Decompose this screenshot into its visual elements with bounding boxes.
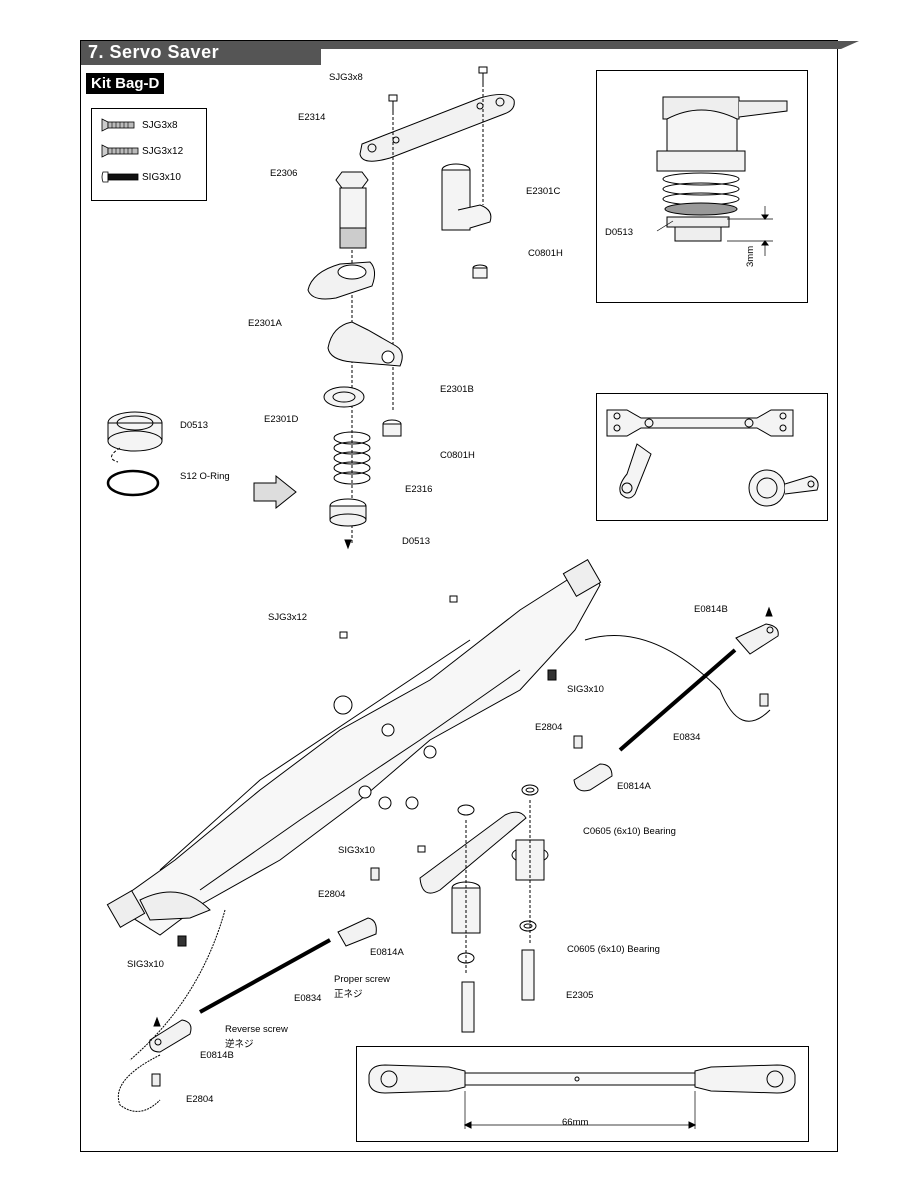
label-e2314: E2314	[298, 112, 326, 123]
label-c0801h-top: C0801H	[528, 248, 563, 259]
bearing-c0605-bottom	[519, 920, 537, 932]
screw-sjg3x8-top	[388, 94, 398, 112]
section-title-bar	[81, 41, 859, 65]
label-proper-screw: Proper screw	[334, 974, 390, 985]
bearing-c0605-top	[521, 784, 539, 796]
bearing-left-top	[457, 804, 475, 816]
label-e2316: E2316	[405, 484, 433, 495]
chassis-assembly	[106, 559, 602, 936]
inset-dimension-label: 3mm	[745, 245, 756, 267]
legend-label: SIG3x10	[142, 172, 181, 183]
label-reverse-screw-jp: 逆ネジ	[225, 1039, 254, 1050]
spring-detail-illustration	[656, 96, 788, 256]
nut-d0513	[329, 498, 367, 527]
top-view-illustration	[606, 409, 819, 507]
turnbuckle-left	[149, 917, 377, 1053]
flat-head-screw-icon	[101, 118, 135, 132]
label-e0814b-right: E0814B	[694, 604, 728, 615]
spring-e2316	[333, 431, 371, 485]
arm-e2301b	[327, 321, 403, 367]
label-sig3x10-top: SIG3x10	[567, 684, 604, 695]
label-sjg3x12: SJG3x12	[268, 612, 308, 623]
section-title: 7. Servo Saver	[88, 42, 220, 62]
label-e2301d: E2301D	[264, 414, 299, 425]
direction-arrow	[253, 474, 297, 510]
label-e2301a: E2301A	[248, 318, 282, 329]
shaft-e2305	[461, 949, 535, 1033]
label-reverse-screw: Reverse screw	[225, 1024, 288, 1035]
flat-head-screw-icon	[101, 144, 139, 158]
label-d0513: D0513	[402, 536, 430, 547]
legend-label: SJG3x12	[142, 146, 184, 157]
shaft-e2306	[335, 171, 369, 249]
bushing-c0801h	[382, 419, 402, 437]
legend-label: SJG3x8	[142, 120, 178, 131]
label-c0605-bottom: C0605 (6x10) Bearing	[567, 944, 660, 955]
inset-turnbuckle-length: 66mm	[356, 1046, 809, 1142]
link-plate-e2314	[359, 94, 515, 162]
label-e2804-mid: E2804	[318, 889, 346, 900]
legend-item: SIG3x10	[100, 169, 181, 187]
label-proper-screw-jp: 正ネジ	[334, 989, 363, 1000]
label-e2804-left: E2804	[186, 1094, 214, 1105]
inset-top-view	[596, 393, 828, 521]
kit-bag-label: Kit Bag-D	[86, 73, 165, 94]
label-e0814a-right: E0814A	[617, 781, 651, 792]
screw-legend: SJG3x8 SJG3x12 SIG3x10	[91, 108, 207, 201]
label-sjg3x8: SJG3x8	[329, 72, 363, 83]
servo-saver-installed	[419, 811, 549, 934]
washer-e2301d	[323, 386, 365, 408]
label-s12-oring: S12 O-Ring	[180, 471, 230, 482]
cap-screw-icon	[101, 171, 139, 183]
label-e2804-right: E2804	[535, 722, 563, 733]
label-e0834-left: E0834	[294, 993, 322, 1004]
label-sig3x10-left: SIG3x10	[127, 959, 164, 970]
label-e2306: E2306	[270, 168, 298, 179]
label-e2301b: E2301B	[440, 384, 474, 395]
label-sig3x10-mid: SIG3x10	[338, 845, 375, 856]
label-c0605-top: C0605 (6x10) Bearing	[583, 826, 676, 837]
length-dimension-label: 66mm	[562, 1117, 589, 1128]
label-d0513-left: D0513	[180, 420, 208, 431]
label-e0834-right: E0834	[673, 732, 701, 743]
bushing-c0801h-top	[472, 264, 488, 279]
turnbuckle-right	[573, 623, 779, 792]
screw-top-right	[478, 66, 488, 84]
inset-part-label: D0513	[605, 227, 633, 238]
label-e0814b-left: E0814B	[200, 1050, 234, 1061]
post-e2301c	[441, 163, 492, 231]
label-e2305: E2305	[566, 990, 594, 1001]
turnbuckle-length-illustration	[368, 1064, 796, 1129]
label-c0801h: C0801H	[440, 450, 475, 461]
o-ring-s12	[106, 469, 160, 497]
legend-item: SJG3x8	[100, 117, 178, 135]
page-frame	[80, 40, 838, 1152]
legend-item: SJG3x12	[100, 143, 183, 161]
nut-d0513-left	[107, 411, 163, 452]
arm-e2301a	[307, 261, 376, 300]
label-e2301c: E2301C	[526, 186, 561, 197]
label-e0814a-left: E0814A	[370, 947, 404, 958]
inset-spring-detail: D0513 3mm	[596, 70, 808, 303]
